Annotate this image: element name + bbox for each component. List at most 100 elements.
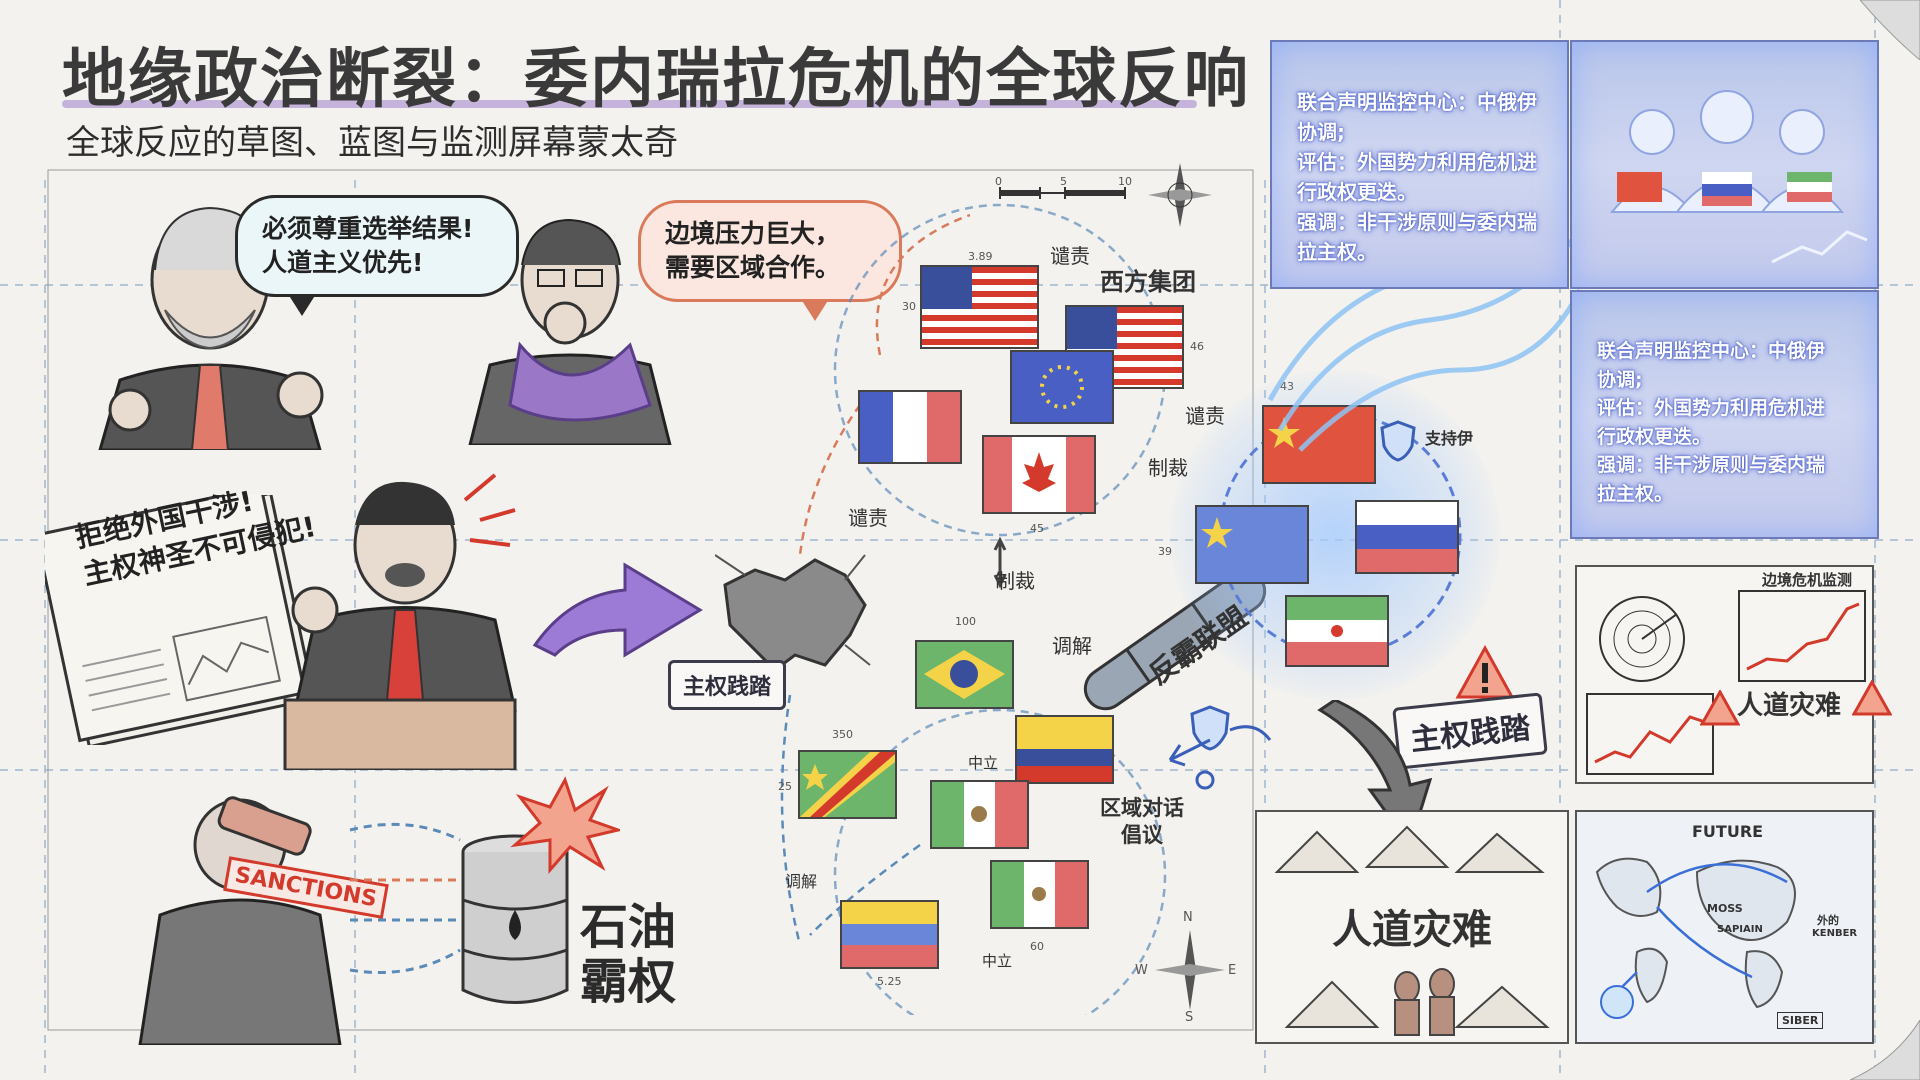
flag-russia	[1355, 500, 1459, 574]
flag-congo-style	[798, 750, 897, 819]
page-title: 地缘政治断裂：委内瑞拉危机的全球反响	[62, 43, 1250, 117]
dim-60: 60	[1030, 940, 1044, 953]
radar-chart-sketch	[1599, 596, 1685, 682]
sanctions-figure-sketch	[138, 796, 342, 1045]
map-label-sapiain: SAPIAIN	[1717, 924, 1763, 935]
flag-mexico-1	[930, 780, 1029, 849]
leaders-silhouettes	[1609, 90, 1868, 264]
scale-0: 0	[995, 175, 1002, 188]
explosion-icon	[510, 776, 620, 875]
oil-barrel-icon	[461, 834, 569, 1004]
label-condemn-3: 谴责	[848, 506, 888, 530]
newspaper-sketch	[45, 495, 315, 745]
oil-hegemony-line-2: 霸权	[580, 954, 677, 1011]
venezuela-map-sketch	[715, 554, 871, 672]
flag-iran	[1285, 595, 1389, 667]
flag-china-2	[1195, 505, 1309, 584]
dim-100: 100	[955, 615, 976, 628]
dim-389: 3.89	[968, 250, 993, 263]
warning-icon-2	[1700, 690, 1740, 726]
monitor-a-line-2: 协调;	[1297, 120, 1345, 144]
monitor-b-line-6: 拉主权。	[1597, 482, 1674, 505]
regional-dialogue-line-1: 区域对话	[1100, 796, 1184, 820]
oil-hegemony-label: 石油 霸权	[580, 899, 677, 1011]
flag-china	[1262, 405, 1376, 484]
line-chart-sketch-2	[1586, 693, 1714, 775]
regional-dialogue-line-2: 倡议	[1121, 823, 1163, 848]
crisis-monitor-panel: 边境危机监测 人道灾难	[1575, 565, 1874, 784]
label-condemn-1: 谴责	[1050, 244, 1090, 268]
monitor-b-line-2: 协调;	[1597, 368, 1643, 391]
map-label-siber: SIBER	[1777, 1012, 1824, 1029]
regional-dialogue-label: 区域对话 倡议	[1100, 795, 1184, 850]
page-curl	[1860, 0, 1920, 60]
monitor-a-text: 联合声明监控中心：中俄伊 协调; 评估：外国势力利用危机进 行政权更迭。 强调：…	[1297, 87, 1537, 267]
monitor-a-line-1: 联合声明监控中心：中俄伊	[1297, 90, 1537, 114]
refugee-camp-panel: 人道灾难	[1255, 810, 1569, 1044]
monitor-leaders	[1570, 40, 1879, 289]
monitor-b-line-4: 行政权更迭。	[1597, 425, 1712, 448]
compass-s: S	[1185, 1010, 1194, 1025]
label-neutral-1: 中立	[968, 754, 999, 772]
world-map-sketch	[1595, 857, 1796, 1019]
flag-eu	[1010, 350, 1114, 424]
crisis-monitor-title: 边境危机监测	[1762, 571, 1853, 589]
sanctions-arrows	[349, 822, 461, 974]
warning-icon-1	[1455, 645, 1515, 699]
monitor-b-line-5: 强调：非干涉原则与委内瑞	[1597, 454, 1826, 476]
arrow-to-camp	[1317, 700, 1433, 849]
monitor-panel-a: 联合声明监控中心：中俄伊 协调; 评估：外国势力利用危机进 行政权更迭。 强调：…	[1270, 40, 1569, 289]
flag-colombia	[1015, 715, 1114, 784]
monitor-a-line-5: 强调：非干涉原则与委内瑞	[1297, 210, 1537, 234]
monitor-b-line-1: 联合声明监控中心：中俄伊	[1597, 340, 1826, 362]
future-map-panel: FUTURE MOSS SAPIAIN 外的 KENBER SIBER	[1575, 810, 1874, 1044]
oil-hegemony-line-1: 石油	[580, 899, 677, 955]
shield-icon-2	[1190, 705, 1230, 751]
map-label-moss: MOSS	[1707, 902, 1743, 915]
dim-30: 30	[902, 300, 916, 313]
bubble-colombia-line-1: 边境压力巨大，	[665, 219, 841, 248]
dim-45a: 45	[1030, 522, 1044, 535]
label-mediate-1: 调解	[1052, 634, 1092, 658]
title-underline	[62, 100, 1197, 108]
label-neutral-2: 中立	[982, 952, 1013, 970]
monitor-a-line-3: 评估：外国势力利用危机进	[1297, 150, 1537, 174]
compass-rose-top	[1148, 163, 1212, 227]
sovereignty-tag-left: 主权践踏	[668, 660, 787, 710]
label-mediate-2: 调解	[785, 872, 818, 891]
dim-46: 46	[1190, 340, 1204, 353]
scale-bar	[999, 187, 1126, 199]
compass-rose-bottom	[1155, 930, 1225, 1010]
monitor-a-line-4: 行政权更迭。	[1297, 180, 1417, 204]
purple-arrow	[532, 562, 703, 658]
flag-brazil	[915, 640, 1014, 709]
warning-icon-3	[1852, 680, 1892, 716]
line-chart-sketch-1	[1738, 590, 1866, 682]
bubble-brazil-line-1: 必须尊重选举结果!	[262, 214, 474, 243]
flag-mexico-2	[990, 860, 1089, 929]
flag-usa-1	[920, 265, 1039, 349]
compass-w: W	[1135, 963, 1148, 978]
colombia-leader-sketch	[468, 218, 672, 445]
monitor-panel-b: 联合声明监控中心：中俄伊 协调; 评估：外国势力利用危机进 行政权更迭。 强调：…	[1570, 290, 1879, 539]
flag-canada	[982, 435, 1096, 514]
map-label-kenber: KENBER	[1812, 928, 1858, 939]
humanitarian-label-small: 人道灾难	[1737, 691, 1842, 721]
shield-icon-1	[1380, 420, 1416, 462]
bubble-colombia-line-2: 需要区域合作。	[665, 252, 841, 282]
map-label-outer: 外的	[1817, 914, 1839, 927]
dim-350: 350	[832, 728, 853, 741]
arrows-cycle-icon	[1168, 725, 1272, 790]
humanitarian-label-big: 人道灾难	[1332, 907, 1492, 953]
monitor-b-text: 联合声明监控中心：中俄伊 协调; 评估：外国势力利用危机进 行政权更迭。 强调：…	[1597, 337, 1825, 508]
dim-39: 39	[1158, 545, 1172, 558]
page-subtitle: 全球反应的草图、蓝图与监测屏幕蒙太奇	[66, 123, 678, 163]
compass-e: E	[1228, 963, 1237, 978]
dim-525: 5.25	[877, 975, 902, 988]
label-sanction-2: 制裁	[995, 569, 1035, 593]
venezuela-leader-sketch	[283, 473, 517, 770]
tents-sketch	[1274, 825, 1550, 1036]
flag-venezuela	[840, 900, 939, 969]
dim-25: 25	[778, 780, 792, 793]
